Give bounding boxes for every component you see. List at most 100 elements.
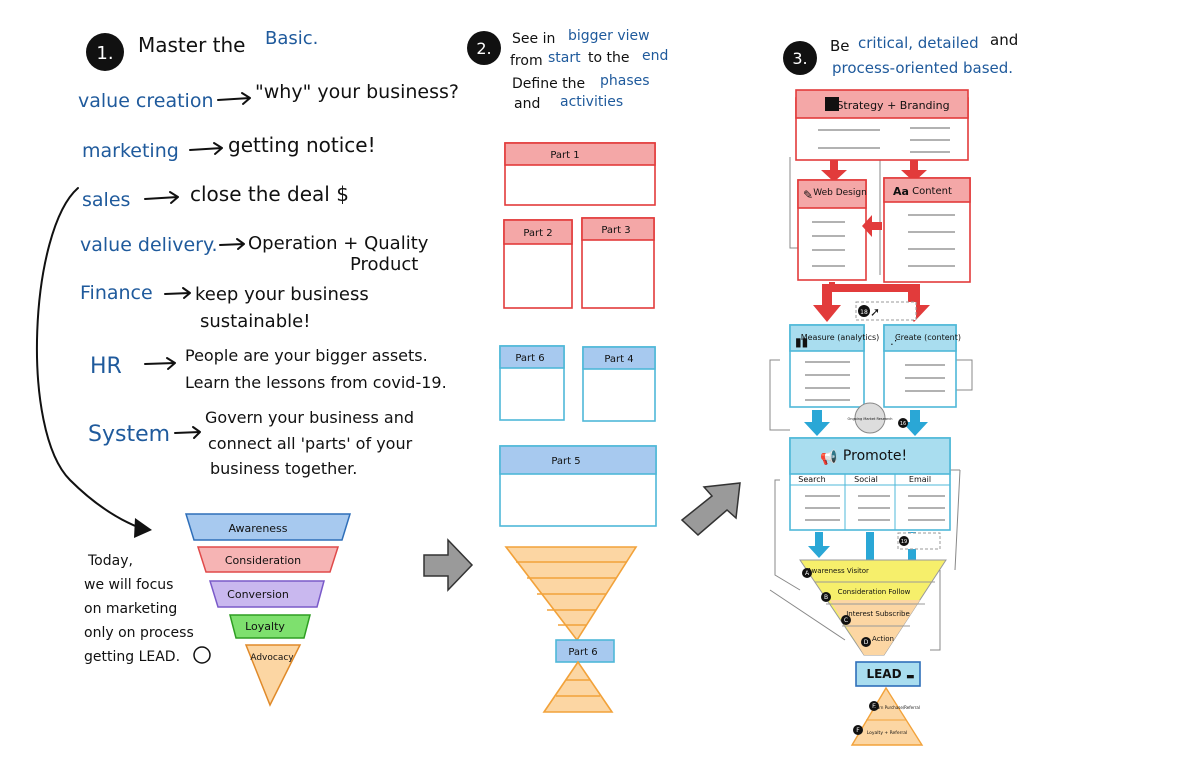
funnel-label: Advocacy [250, 653, 294, 663]
megaphone-icon: 📢 [820, 449, 837, 466]
rocket-box [855, 301, 917, 321]
funnel-awareness [184, 513, 352, 541]
arrow-icon [144, 191, 179, 204]
blue-down-arrow-icon [902, 410, 928, 436]
part-label: Part 6 [515, 353, 544, 364]
step2-number: 2. [476, 39, 491, 58]
lead-box: LEAD ▬ [855, 661, 921, 687]
today-line: only on process [84, 625, 194, 641]
ongoing-label: Ongoing Market Research [847, 417, 892, 421]
chart-icon: ▮▮ [795, 335, 808, 349]
box-title: Create (content) [895, 333, 961, 342]
part-box: Part 5 [499, 445, 657, 527]
red-down-arrow-icon [901, 160, 927, 182]
grey-arrow-2 [680, 482, 741, 537]
step2-text: start [548, 50, 581, 66]
arrow-icon [217, 92, 251, 105]
funnel-step-label: Consideration Follow [838, 588, 911, 596]
item-key: sales [82, 189, 130, 211]
funnel-step-label: Action [872, 635, 894, 643]
blue-down-arrow-icon [804, 410, 830, 436]
lead-label: LEAD [866, 667, 901, 681]
part-box: Part 4 [582, 346, 656, 422]
today-line: Today, [87, 553, 133, 569]
step2-text: end [642, 48, 668, 64]
create-box: ⋰ Create (content) [883, 324, 961, 408]
step-letter: B [824, 594, 828, 601]
part-label: Part 5 [551, 456, 580, 467]
step1-title-blue: Basic. [265, 28, 318, 49]
step2-text: See in [512, 31, 555, 47]
step1-item-value-creation: value creation "why" your business? [78, 81, 459, 112]
part-box: Part 6 [499, 345, 565, 421]
item-desc: keep your business [195, 284, 369, 305]
grey-arrow-1 [423, 538, 474, 592]
content-box: Aa Content [883, 177, 971, 283]
step1-item-system: System Govern your business and connect … [88, 408, 414, 478]
today-line: getting LEAD. [84, 649, 180, 665]
step2-text: and [514, 96, 540, 112]
box-title: Web Design [813, 188, 867, 198]
red-down-arrow-icon [821, 160, 847, 182]
ongoing-research-circle [854, 402, 886, 434]
arrow-icon [189, 142, 223, 155]
red-left-arrow-icon [862, 215, 882, 237]
step2-text: phases [600, 73, 650, 89]
arrow-icon [174, 426, 201, 439]
red-down-arrow-icon [813, 284, 841, 322]
smile-icon [193, 646, 211, 664]
box-title: Promote! [843, 448, 907, 464]
column-label: Search [798, 475, 825, 484]
step2-section: 2. See in bigger view from start to the … [467, 28, 668, 713]
step2-funnel: Part 6 [504, 546, 638, 713]
item-key: System [88, 422, 170, 447]
funnel-label: Awareness [228, 522, 287, 535]
part-label: Part 1 [550, 150, 579, 161]
funnel-step-label: Loyalty + Referral [867, 730, 908, 736]
badge: 16 [900, 421, 906, 427]
arrow-icon [219, 238, 245, 250]
puzzle-icon [825, 97, 839, 111]
blue-down-arrow-icon [808, 532, 830, 558]
dashed-box [897, 532, 941, 550]
step2-text: from [510, 53, 543, 69]
step3-number-badge [783, 41, 817, 75]
arrow-head-icon [134, 518, 152, 538]
funnel-step-label: Awareness Visitor [807, 567, 869, 575]
step1-item-marketing: marketing getting notice! [82, 133, 376, 162]
step-letter: C [844, 617, 848, 624]
step1-number: 1. [96, 43, 113, 64]
step1-item-value-delivery: value delivery. Operation + Quality Prod… [80, 233, 429, 275]
item-desc-2: connect all 'parts' of your [208, 434, 413, 453]
step1-item-hr: HR People are your bigger assets. Learn … [90, 346, 447, 392]
step3-text: process-oriented based. [832, 59, 1013, 77]
item-key: value delivery. [80, 234, 218, 256]
step1-item-sales: sales close the deal $ [82, 182, 349, 211]
curved-arrow [35, 187, 141, 529]
badge: 18 [860, 309, 868, 316]
step3-lower-funnel: E Return Purchase/Referral F Loyalty + R… [850, 686, 924, 746]
box-title: Measure (analytics) [801, 333, 880, 342]
step-letter: D [864, 639, 869, 646]
up-right-arrow-icon [680, 482, 741, 537]
step1-title: Master the [138, 33, 245, 57]
step-letter: E [872, 703, 876, 710]
part-label: Part 3 [601, 225, 630, 236]
step3-text: and [990, 31, 1018, 49]
step2-text: activities [560, 94, 623, 110]
item-desc: getting notice! [228, 133, 376, 157]
funnel-consideration [196, 546, 340, 573]
funnel-conversion [208, 580, 325, 608]
part-label: Part 4 [604, 354, 633, 365]
step1-number-badge [86, 33, 124, 71]
step-letter: A [805, 570, 810, 577]
part-box: Part 1 [504, 142, 656, 206]
create-icon: ⋰ [890, 334, 901, 347]
item-key: Finance [80, 282, 153, 304]
funnel-label: Conversion [227, 588, 289, 601]
step2-text: to the [588, 50, 629, 66]
funnel-step-label: Interest Subscribe [846, 610, 910, 618]
item-desc: Operation + Quality [248, 233, 429, 254]
step2-text: Define the [512, 76, 585, 92]
item-desc: close the deal $ [190, 182, 349, 206]
